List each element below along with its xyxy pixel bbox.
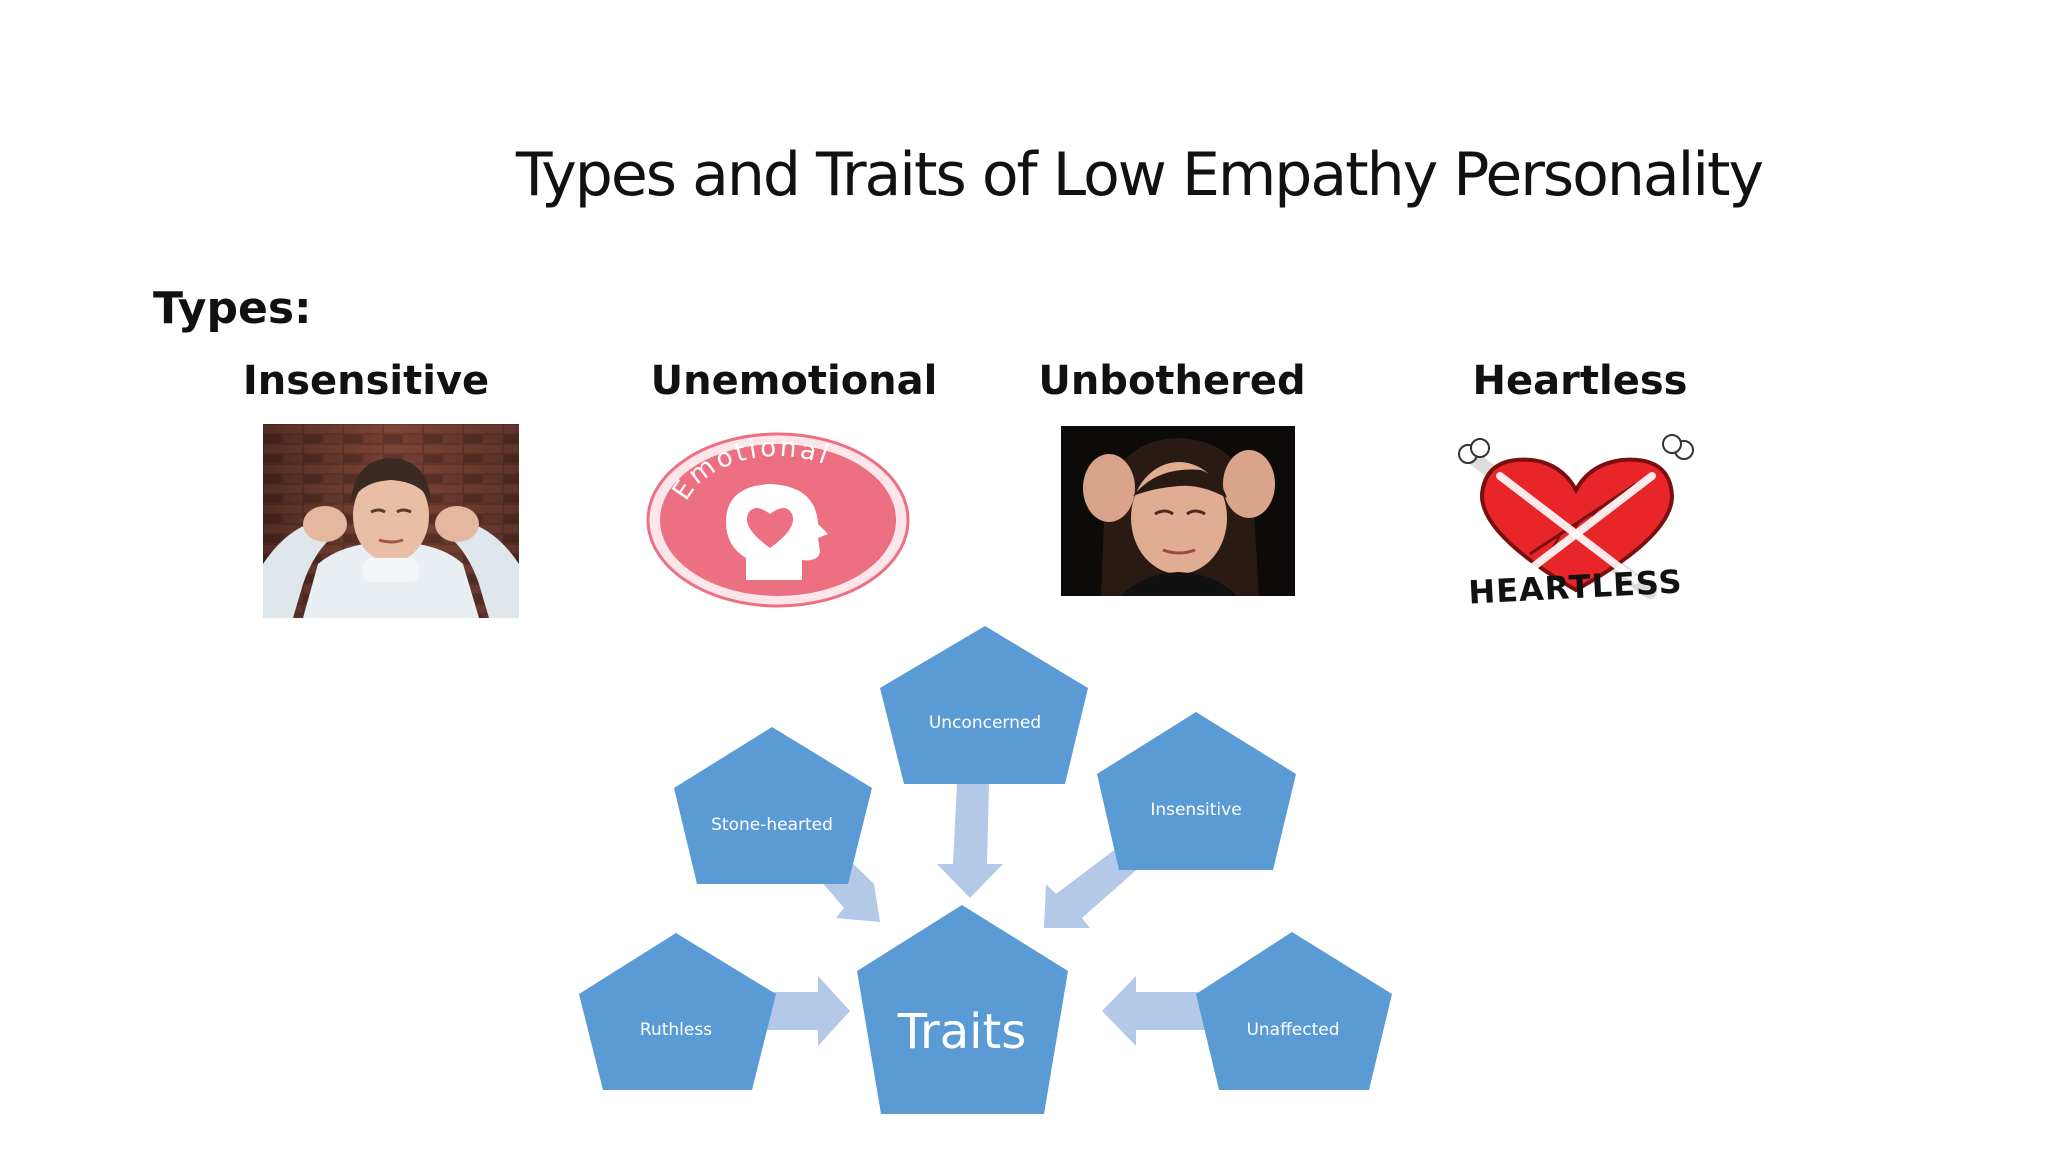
type-label-heartless: Heartless — [1472, 358, 1688, 404]
pentagon-ruthless — [579, 933, 776, 1090]
insensitive-photo — [263, 424, 519, 618]
trait-label-ruthless: Ruthless — [640, 1020, 712, 1040]
pentagon-insensitive — [1097, 712, 1296, 870]
heartless-logo: HEARTLESS — [1440, 424, 1712, 620]
trait-label-unaffected: Unaffected — [1246, 1020, 1339, 1040]
trait-label-stone-hearted: Stone-hearted — [711, 815, 833, 835]
pentagon-unconcerned — [880, 626, 1088, 784]
pentagon-stone-hearted — [674, 727, 872, 884]
pentagon-unaffected — [1196, 932, 1392, 1090]
arrow-unaffected — [1102, 976, 1206, 1046]
unbothered-photo — [1061, 426, 1295, 596]
type-label-unbothered: Unbothered — [1038, 358, 1306, 404]
pentagon-traits-center — [857, 905, 1068, 1114]
types-heading: Types: — [153, 283, 312, 334]
trait-center-label: Traits — [897, 1004, 1027, 1060]
arrow-ruthless — [764, 976, 850, 1046]
arrow-unconcerned — [937, 784, 1003, 898]
unemotional-badge: Emotional — [642, 430, 914, 610]
slide-title: Types and Traits of Low Empathy Personal… — [515, 140, 1764, 210]
type-label-unemotional: Unemotional — [650, 358, 938, 404]
type-label-insensitive: Insensitive — [242, 358, 490, 404]
trait-label-insensitive: Insensitive — [1150, 800, 1241, 820]
trait-label-unconcerned: Unconcerned — [929, 713, 1041, 733]
